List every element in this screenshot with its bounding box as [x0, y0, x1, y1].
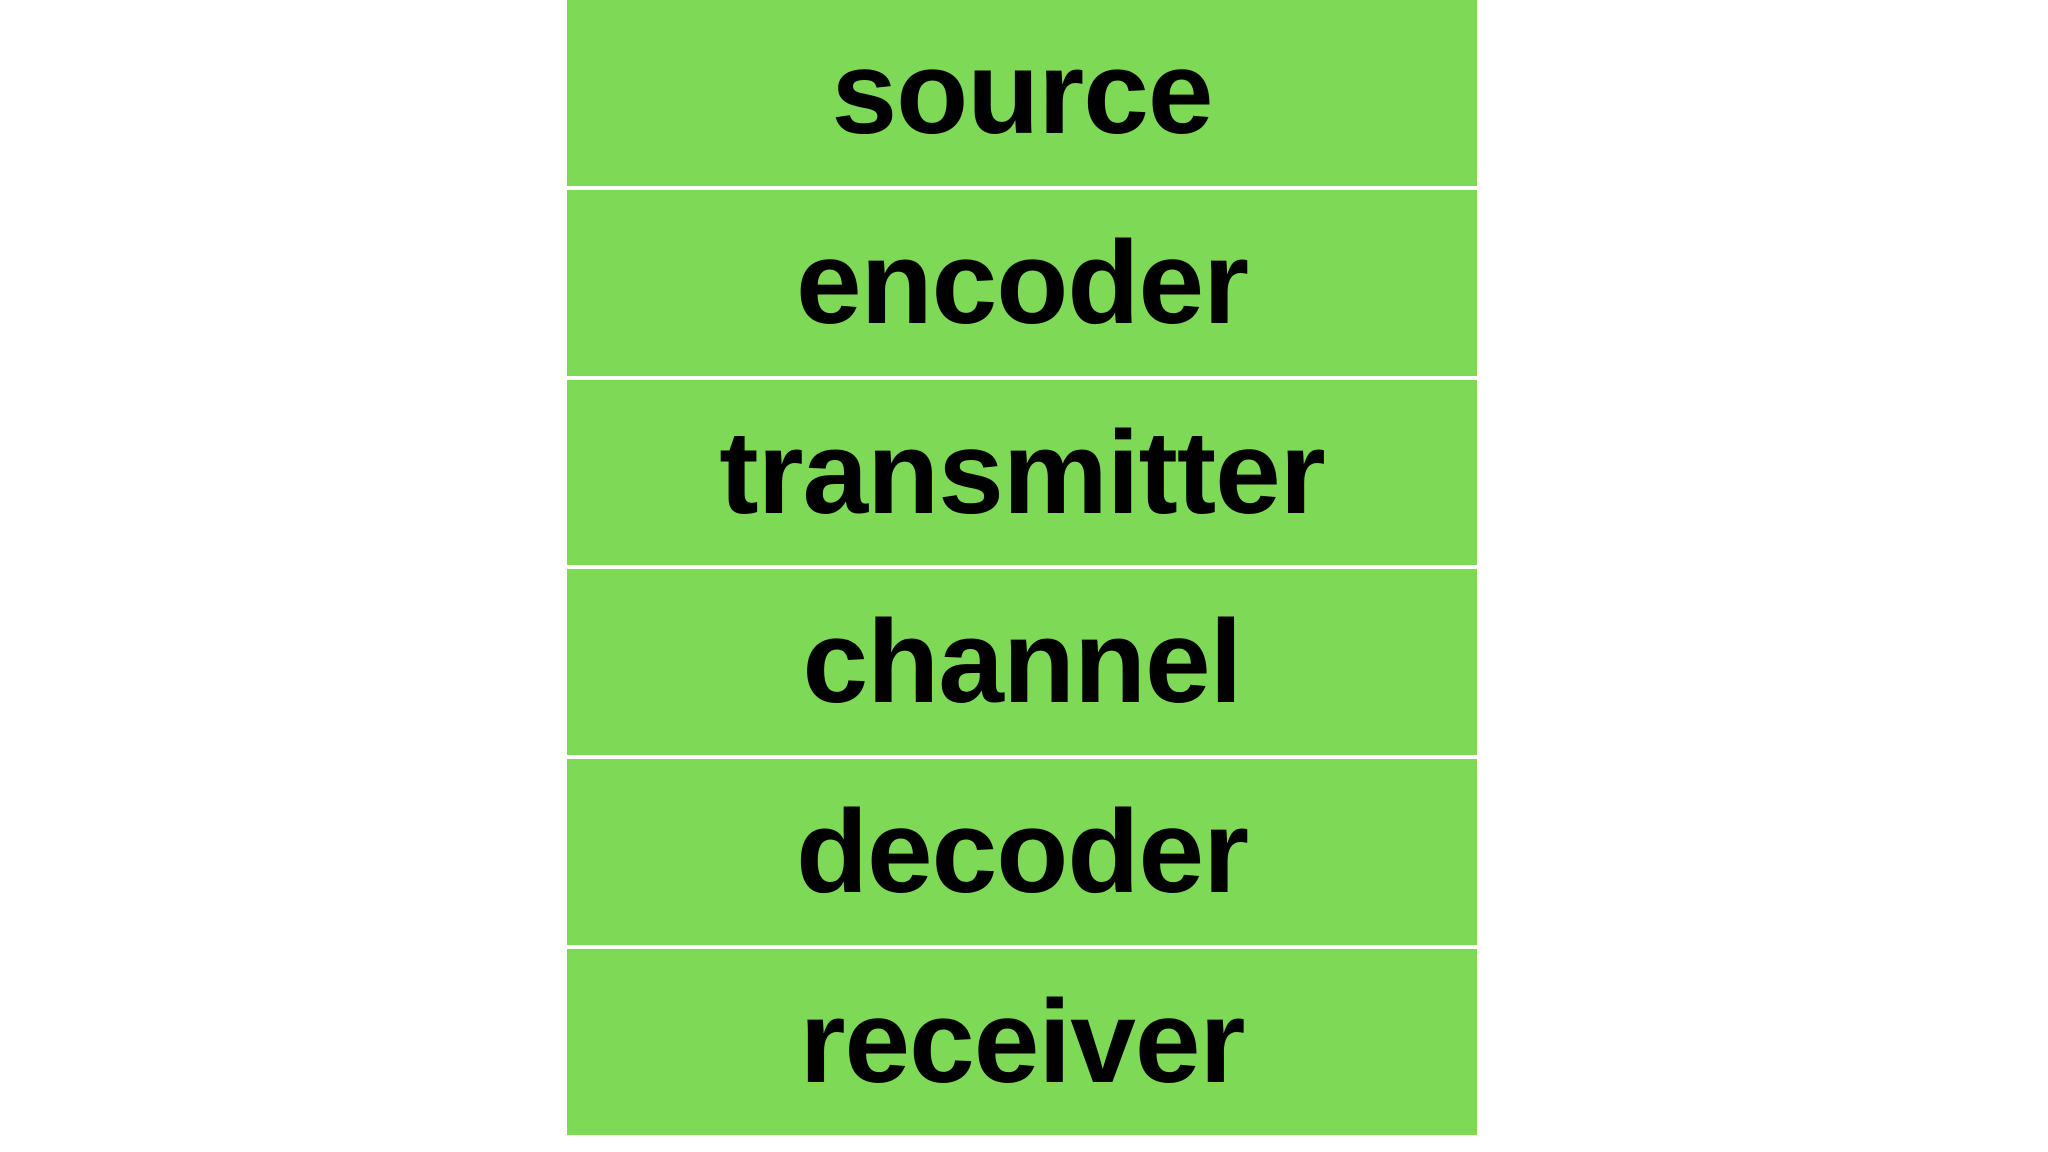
diagram-block-label: channel [802, 596, 1243, 729]
diagram-block-encoder: encoder [567, 189, 1477, 376]
diagram-block-source: source [567, 0, 1477, 186]
diagram-block-label: receiver [799, 976, 1246, 1109]
diagram-block-label: transmitter [719, 406, 1325, 539]
diagram-block-label: decoder [795, 786, 1249, 919]
diagram-block-label: encoder [795, 216, 1249, 349]
diagram-block-receiver: receiver [567, 949, 1477, 1135]
diagram-block-label: source [831, 26, 1214, 159]
communication-block-diagram: source encoder transmitter channel decoder re… [567, 0, 1477, 1135]
diagram-block-transmitter: transmitter [567, 379, 1477, 566]
diagram-block-decoder: decoder [567, 759, 1477, 946]
diagram-block-channel: channel [567, 569, 1477, 756]
